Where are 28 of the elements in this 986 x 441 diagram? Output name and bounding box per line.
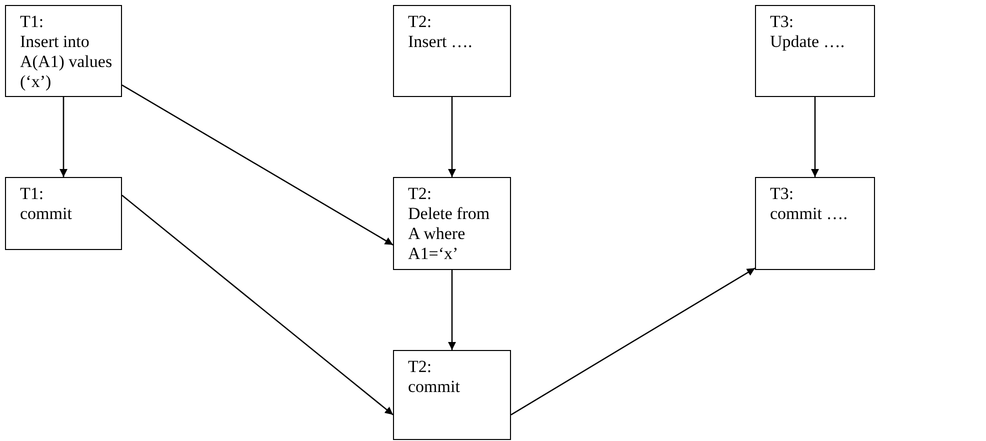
- arrow: [448, 270, 456, 350]
- process-box: [393, 5, 511, 97]
- statement-text: Update ….: [770, 32, 845, 52]
- transaction-label: T2:: [408, 357, 432, 377]
- transaction-label: T3:: [770, 184, 794, 204]
- statement-text: commit: [20, 204, 72, 224]
- transaction-label: T2:: [408, 12, 432, 32]
- process-box: [755, 177, 875, 270]
- process-box: [393, 350, 511, 440]
- arrow: [122, 84, 394, 246]
- statement-text: Insert ….: [408, 32, 472, 52]
- statement-text: commit: [408, 377, 460, 397]
- process-box: [393, 177, 511, 270]
- transaction-label: T1:: [20, 184, 44, 204]
- transaction-label: T2:: [408, 184, 432, 204]
- transaction-label: T1:: [20, 12, 44, 32]
- process-box: [5, 177, 122, 250]
- statement-text: Insert into A(A1) values (‘x’): [20, 32, 113, 92]
- arrow: [510, 268, 756, 416]
- arrow: [811, 97, 819, 177]
- statement-text: commit ….: [770, 204, 848, 224]
- arrow: [448, 97, 456, 177]
- process-box: [5, 5, 122, 97]
- transaction-label: T3:: [770, 12, 794, 32]
- process-box: [755, 5, 875, 97]
- arrow: [60, 97, 68, 177]
- statement-text: Delete from A where A1=‘x’: [408, 204, 491, 264]
- arrow: [122, 194, 394, 416]
